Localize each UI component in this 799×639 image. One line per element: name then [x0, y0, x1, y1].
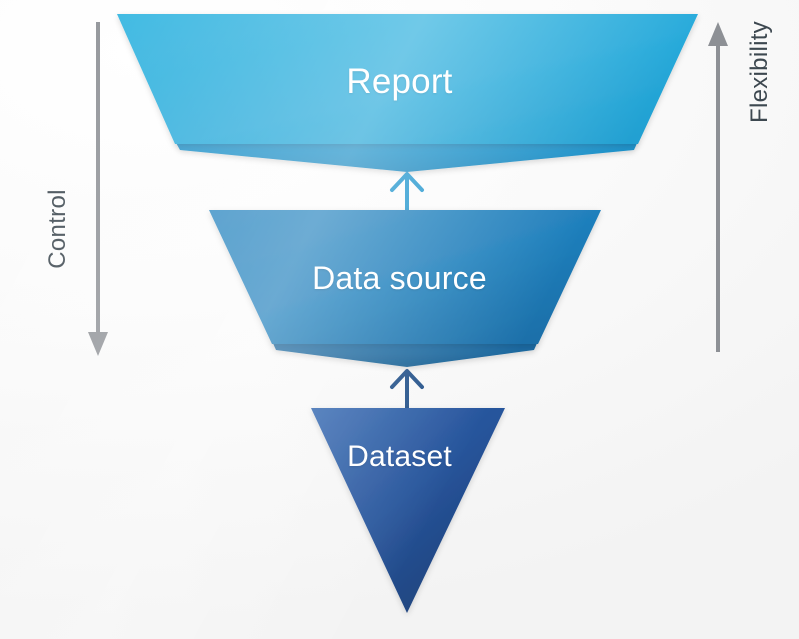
data-source-body	[209, 210, 601, 344]
control-axis-arrowhead-down	[88, 332, 108, 356]
connector-arrowhead-upper	[390, 172, 424, 192]
axis-control	[88, 22, 108, 356]
connector-data-source-to-report	[390, 172, 424, 212]
connector-arrowhead-lower	[390, 369, 424, 389]
funnel-stage-data-source[interactable]	[209, 210, 601, 367]
connector-dataset-to-data-source	[390, 369, 424, 410]
flexibility-axis-arrowhead-up	[708, 22, 728, 46]
dataset-body	[311, 408, 505, 613]
report-base-lip	[175, 141, 638, 172]
report-body	[117, 14, 698, 144]
axis-flexibility	[708, 22, 728, 352]
funnel-stage-report[interactable]	[117, 14, 698, 172]
funnel-stage-dataset[interactable]	[311, 408, 505, 613]
data-source-base-lip	[272, 341, 538, 367]
axis-label-flexibility: Flexibility	[746, 21, 773, 123]
axis-label-control: Control	[44, 189, 71, 269]
